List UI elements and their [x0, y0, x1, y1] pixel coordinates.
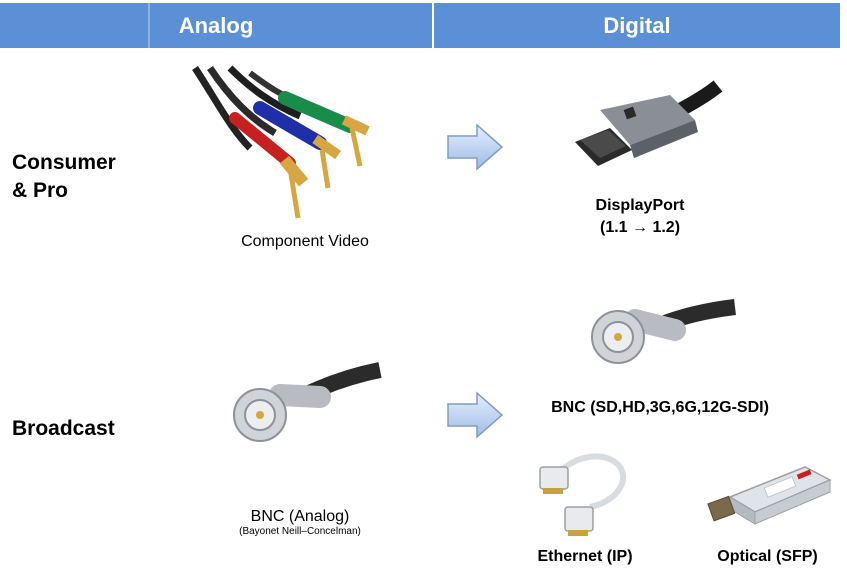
bnc-analog-caption: BNC (Analog) (Bayonet Neill–Concelman) — [200, 508, 400, 537]
right-arrow-icon — [447, 123, 504, 171]
analog-header-label: Analog — [178, 12, 254, 38]
row-label-broadcast: Broadcast — [12, 417, 115, 440]
component-video-caption: Component Video — [241, 233, 369, 250]
header-left-stub — [148, 3, 150, 48]
bnc-digital-caption: BNC (SD,HD,3G,6G,12G-SDI) — [551, 399, 769, 416]
ethernet-cable-icon — [539, 453, 627, 536]
row-label-consumer-line2: & Pro — [12, 179, 69, 202]
sfp-module-icon — [707, 466, 832, 525]
displayport-caption-line2: (1.1 → 1.2) — [599, 219, 681, 236]
bnc-analog-subcaption: (Bayonet Neill–Concelman) — [239, 526, 361, 537]
component-video-cable-icon — [192, 65, 370, 219]
bnc-analog-connector-icon — [233, 362, 382, 442]
bnc-analog-caption-line1: BNC (Analog) — [250, 508, 350, 525]
header-divider — [432, 3, 434, 48]
optical-caption: Optical (SFP) — [717, 548, 818, 565]
row-label-consumer-line1: Consumer — [12, 151, 116, 174]
digital-header-label: Digital — [603, 12, 671, 38]
digital-header: Digital — [434, 3, 840, 48]
right-arrow-icon-2 — [447, 391, 504, 439]
bnc-connector-icon — [591, 299, 736, 364]
ethernet-caption: Ethernet (IP) — [537, 548, 633, 565]
displayport-caption: DisplayPort (1.1 → 1.2) — [570, 195, 710, 239]
row-label-consumer: Consumer & Pro — [12, 149, 116, 205]
displayport-caption-line1: DisplayPort — [595, 197, 685, 214]
analog-header: Analog — [0, 3, 432, 48]
displayport-connector-icon — [575, 80, 723, 166]
